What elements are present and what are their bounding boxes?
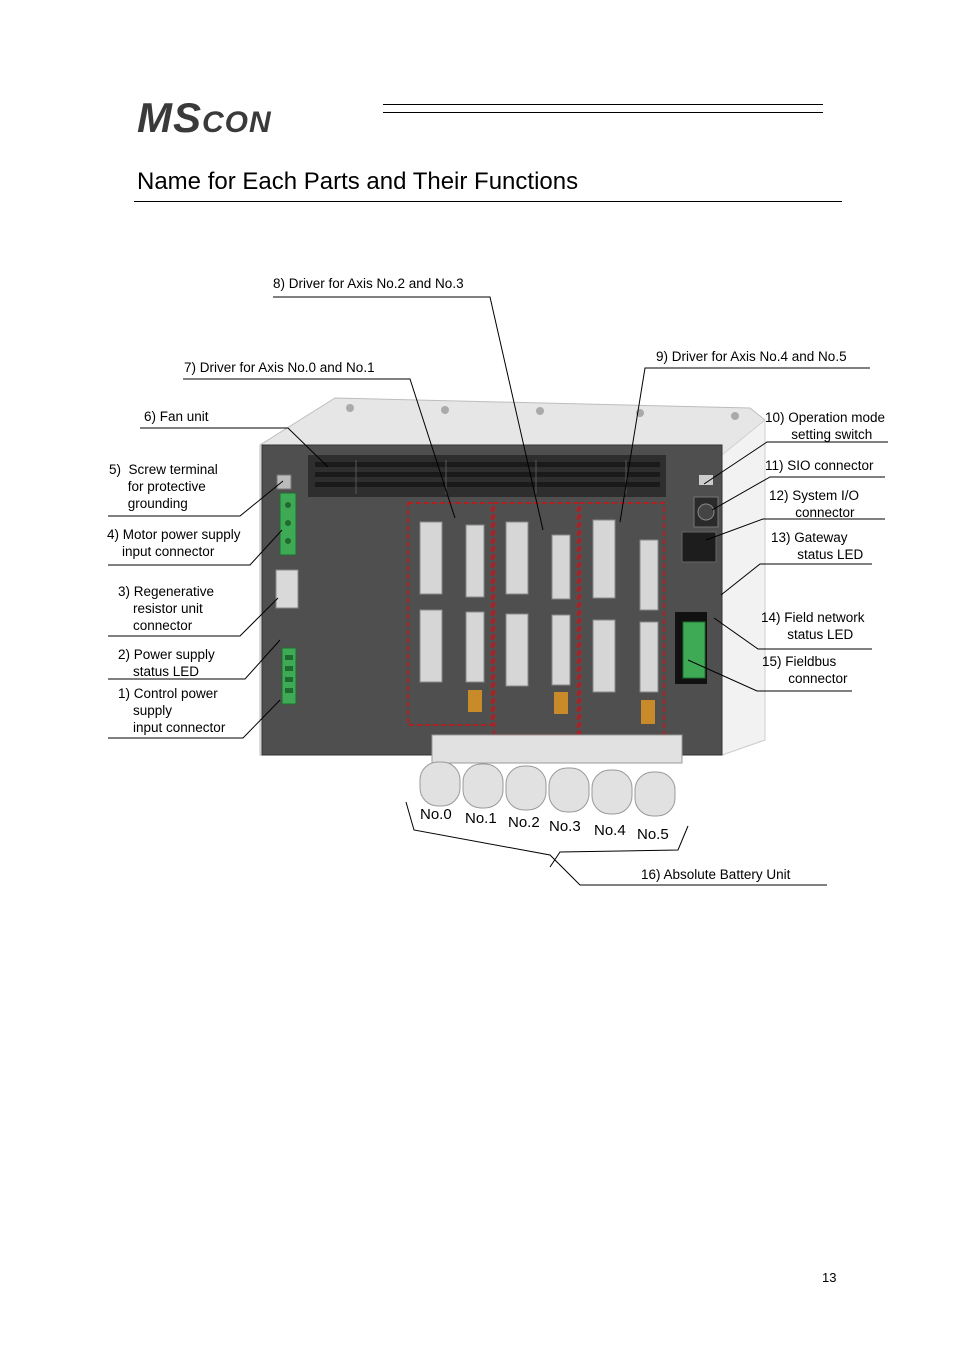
fan-unit [308, 455, 666, 497]
label-control-power-connector: 1) Control power supply input connector [118, 686, 226, 735]
operation-mode-switch [699, 475, 713, 485]
label-motor-power-connector: 4) Motor power supply input connector [107, 527, 241, 559]
driver-terminals [468, 690, 655, 724]
label-field-network-led: 14) Field network status LED [761, 610, 865, 642]
driver-45-outline [579, 502, 665, 744]
driver-internals [419, 519, 659, 693]
label-sio-connector: 11) SIO connector [765, 458, 874, 473]
page-title: Name for Each Parts and Their Functions [137, 168, 579, 195]
label-absolute-battery-unit: 16) Absolute Battery Unit [641, 867, 791, 882]
page-number: 13 [822, 1270, 837, 1285]
label-power-supply-led: 2) Power supply status LED [118, 647, 215, 679]
fieldbus-connector [682, 621, 706, 679]
leader-lines [108, 296, 888, 886]
label-operation-mode-switch: 10) Operation mode setting switch [765, 410, 886, 442]
axis-label-1: No.1 [465, 810, 497, 827]
motor-power-connector [279, 492, 297, 556]
axis-label-3: No.3 [549, 818, 581, 835]
mscon-logo: MSCON [137, 94, 272, 141]
header-rule-top [383, 104, 823, 105]
driver-23-outline [493, 502, 579, 736]
axis-label-2: No.2 [508, 814, 540, 831]
label-driver-axis-4-5: 9) Driver for Axis No.4 and No.5 [656, 349, 847, 364]
axis-label-5: No.5 [637, 826, 669, 843]
label-driver-axis-0-1: 7) Driver for Axis No.0 and No.1 [184, 360, 375, 375]
axis-label-4: No.4 [594, 822, 626, 839]
axis-label-0: No.0 [420, 806, 452, 823]
control-power-connector [281, 647, 297, 705]
label-system-io-connector: 12) System I/O connector [769, 488, 860, 520]
title-underline [134, 201, 842, 202]
header-rule-bottom [383, 112, 823, 113]
label-regenerative-connector: 3) Regenerative resistor unit connector [118, 584, 215, 633]
label-fieldbus-connector: 15) Fieldbus connector [762, 654, 848, 686]
screw-terminal [276, 474, 292, 490]
label-fan-unit: 6) Fan unit [144, 409, 209, 424]
regenerative-connector [275, 569, 299, 609]
label-driver-axis-2-3: 8) Driver for Axis No.2 and No.3 [273, 276, 464, 291]
label-screw-terminal: 5) Screw terminal for protective groundi… [109, 462, 218, 511]
label-gateway-status-led: 13) Gateway status LED [771, 530, 864, 562]
system-io-connector [681, 531, 717, 563]
absolute-battery-unit [419, 734, 683, 817]
